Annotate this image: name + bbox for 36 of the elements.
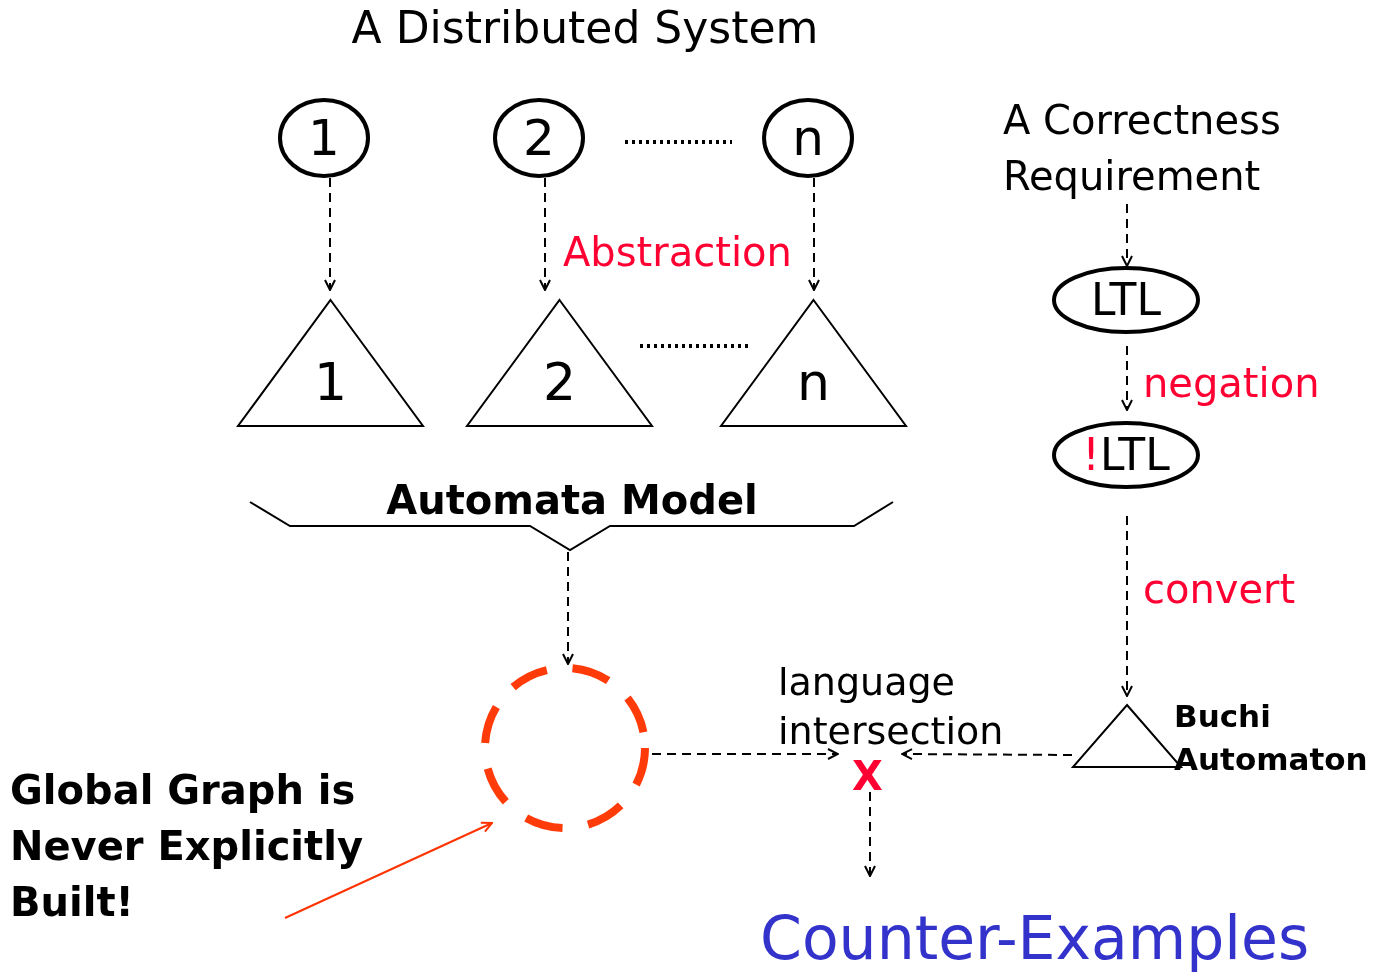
dashed-arrow bbox=[324, 177, 336, 291]
node-label: 2 bbox=[542, 356, 577, 408]
dashed-arrow bbox=[1121, 203, 1133, 267]
node-label: n bbox=[797, 356, 830, 408]
result-text: Counter-Examples bbox=[760, 896, 1320, 974]
formula-ellipse bbox=[1052, 421, 1200, 489]
dashed-arrow bbox=[651, 748, 839, 760]
automaton-triangle bbox=[466, 298, 653, 428]
dashed-arrow bbox=[808, 177, 820, 291]
title: A Distributed System bbox=[350, 2, 820, 53]
caption-text: Buchi Automaton bbox=[1174, 697, 1369, 780]
dashed-arrow bbox=[864, 791, 876, 877]
requirement-text: A Correctness Requirement bbox=[1003, 92, 1343, 204]
node-label: 1 bbox=[308, 113, 340, 163]
node-label: 2 bbox=[523, 113, 555, 163]
dashed-arrow bbox=[901, 748, 1073, 761]
dashed-arrow bbox=[539, 177, 551, 291]
dashed-arrow bbox=[562, 551, 574, 665]
dashed-circle bbox=[480, 663, 650, 833]
node-label: n bbox=[792, 113, 824, 163]
process-circle bbox=[493, 98, 585, 178]
node-label: LTL bbox=[1091, 278, 1161, 322]
process-circle bbox=[278, 98, 370, 178]
node-label: LTL bbox=[1099, 433, 1170, 477]
annotation-label: Abstraction bbox=[563, 228, 793, 277]
arrow bbox=[284, 821, 493, 919]
formula-ellipse bbox=[1052, 266, 1200, 334]
node-label: Automata Model bbox=[386, 480, 758, 520]
note-text: Global Graph is Never Explicitly Built! bbox=[10, 762, 400, 938]
dashed-arrow bbox=[1121, 515, 1133, 697]
dashed-arrow bbox=[1121, 345, 1133, 411]
negation-mark: ! bbox=[1082, 433, 1100, 477]
automaton-triangle bbox=[237, 298, 424, 428]
process-circle bbox=[762, 98, 854, 178]
node-label: 1 bbox=[313, 356, 348, 408]
automaton-triangle bbox=[720, 298, 907, 428]
